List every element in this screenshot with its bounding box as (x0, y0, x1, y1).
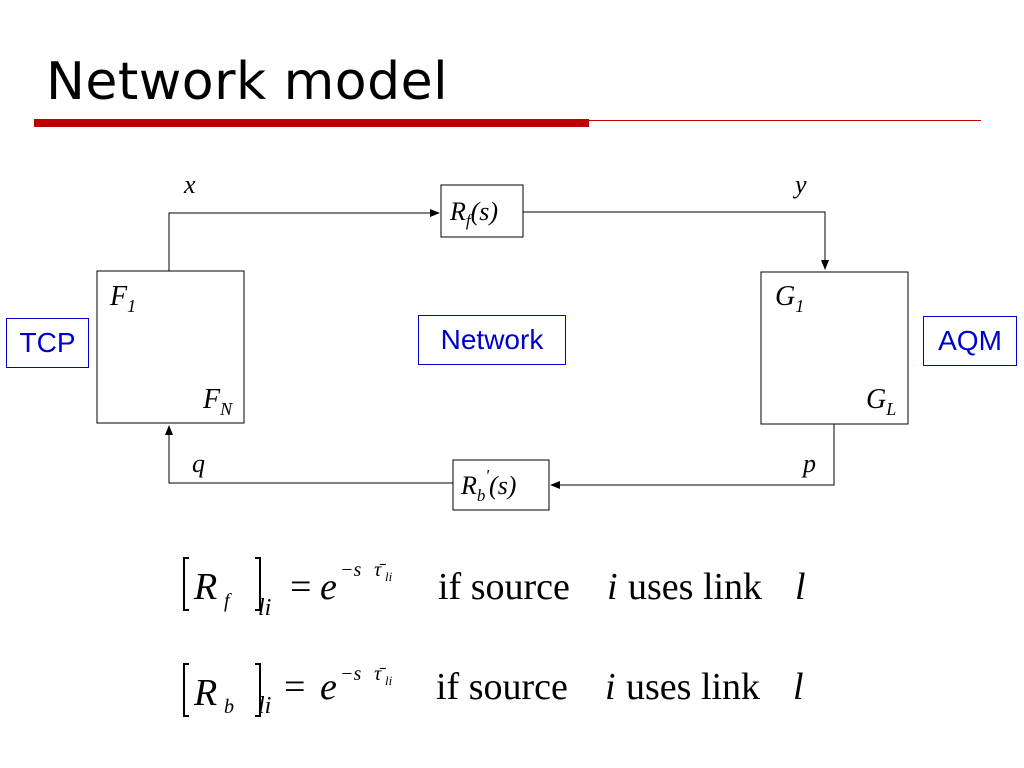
forward-path-x (168, 209, 440, 271)
exp-power: −s (340, 559, 361, 581)
var-i: i (605, 666, 616, 708)
condition-prefix: if source (438, 566, 570, 608)
label-q: q (192, 449, 205, 478)
backward-routing-box (452, 459, 550, 511)
forward-routing-box (440, 184, 524, 238)
network-tag: Network (418, 315, 566, 365)
index-li: li (258, 595, 271, 621)
bracket-right (255, 663, 261, 717)
label-g1: G1 (775, 281, 804, 316)
matrix-symbol: R (193, 566, 217, 608)
matrix-subscript: f (224, 590, 232, 612)
title-underline-thick (34, 119, 589, 127)
equation-forward: R f li = e −s τ̄ li if source i uses lin… (178, 552, 818, 622)
equation-backward: R b li = e −s τ̄ li if source i uses lin… (178, 658, 818, 728)
label-f1: F1 (109, 281, 136, 316)
condition-mid: uses link (628, 566, 762, 608)
bracket-left (183, 557, 189, 611)
aqm-tag: AQM (923, 316, 1017, 366)
source-block-f (96, 270, 245, 424)
title-underline-thin (589, 120, 981, 121)
backward-path-q (165, 425, 453, 484)
label-fn: FN (202, 384, 233, 419)
exp-base: e (320, 666, 337, 708)
var-l: l (795, 566, 806, 608)
condition-prefix: if source (436, 666, 568, 708)
backward-path-p (550, 424, 835, 489)
equals-sign: = (290, 566, 311, 608)
exp-base: e (320, 566, 337, 608)
var-l: l (793, 666, 804, 708)
tau-subscript: li (385, 569, 393, 584)
condition-mid: uses link (626, 666, 760, 708)
label-p: p (801, 449, 816, 478)
label-gl: GL (866, 384, 896, 419)
bracket-left (183, 663, 189, 717)
tcp-tag: TCP (6, 318, 89, 368)
label-y: y (792, 170, 807, 199)
forward-path-y (523, 211, 829, 270)
index-li: li (258, 693, 271, 719)
rf-label: Rf(s) (449, 197, 498, 230)
tau-subscript: li (385, 673, 393, 688)
equation-backward-svg: R b li = e −s τ̄ li if source i uses lin… (183, 663, 804, 719)
matrix-symbol: R (193, 672, 217, 714)
slide-title: Network model (46, 52, 449, 112)
var-i: i (607, 566, 618, 608)
rb-label: Rb'(s) (460, 466, 516, 505)
equation-forward-svg: R f li = e −s τ̄ li if source i uses lin… (183, 557, 806, 621)
label-x: x (183, 170, 196, 199)
exp-power: −s (340, 663, 361, 685)
matrix-subscript: b (224, 696, 234, 718)
equals-sign: = (284, 666, 305, 708)
bracket-right (255, 557, 261, 611)
